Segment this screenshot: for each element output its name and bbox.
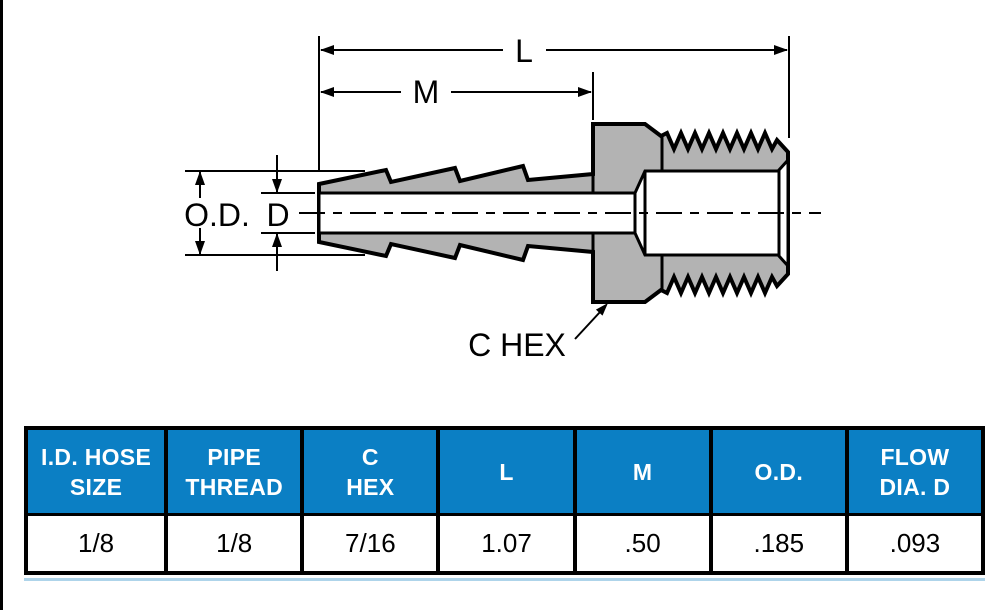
dimension-D (261, 155, 315, 271)
value-cell-l: 1.07 (436, 516, 573, 571)
label-M: M (413, 74, 440, 110)
dimensions-table: I.D. HOSE SIZE PIPE THREAD C HEX L M O.D… (24, 426, 985, 575)
header-cell-flow-dia-d: FLOW DIA. D (844, 430, 981, 516)
value-cell-pipe-thread: 1/8 (164, 516, 301, 571)
dimension-OD (185, 170, 365, 256)
value-cell-id-hose-size: 1/8 (28, 516, 165, 571)
value-cell-c-hex: 7/16 (300, 516, 437, 571)
label-L: L (515, 33, 533, 69)
fitting-diagram-svg: L M O.D. D (184, 33, 821, 363)
table-under-rule (24, 578, 985, 581)
fitting-diagram: L M O.D. D (3, 0, 1000, 418)
internal-edges (591, 137, 664, 289)
label-OD: O.D. (184, 197, 250, 233)
header-cell-c-hex: C HEX (300, 430, 437, 516)
label-C-HEX: C HEX (468, 327, 566, 363)
dimension-L (318, 36, 790, 172)
label-D: D (266, 197, 289, 233)
header-cell-m: M (572, 430, 709, 516)
header-cell-od: O.D. (708, 430, 845, 516)
c-hex-leader (574, 303, 608, 340)
value-cell-flow-dia-d: .093 (844, 516, 981, 571)
dimension-M (320, 72, 594, 120)
header-cell-id-hose-size: I.D. HOSE SIZE (28, 430, 165, 516)
value-cell-od: .185 (708, 516, 845, 571)
value-cell-m: .50 (572, 516, 709, 571)
header-cell-l: L (436, 430, 573, 516)
header-cell-pipe-thread: PIPE THREAD (164, 430, 301, 516)
